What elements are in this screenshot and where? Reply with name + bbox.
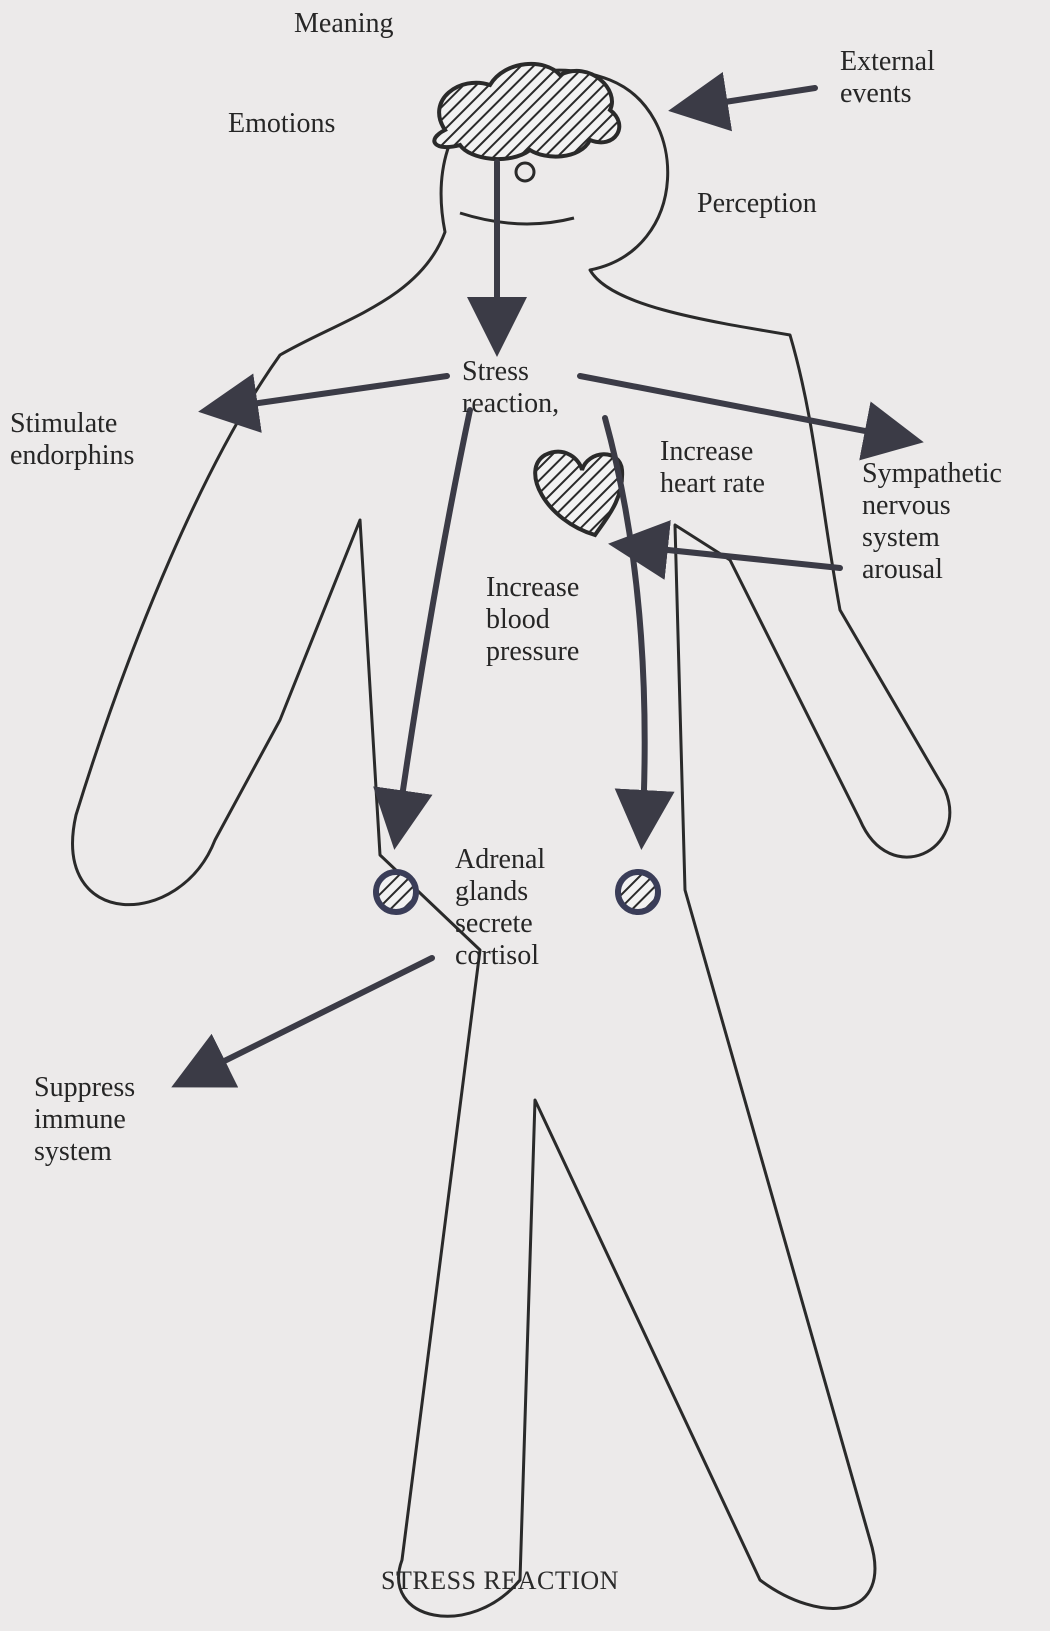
arrow-to-stimulate-endorphins xyxy=(210,376,447,410)
label-line: External xyxy=(840,46,935,78)
label-line: immune xyxy=(34,1104,135,1136)
label-line: cortisol xyxy=(455,940,545,972)
label-line: endorphins xyxy=(10,440,134,472)
arrow-to-adrenal-left xyxy=(396,410,470,838)
arrow-to-sympathetic-arousal xyxy=(580,376,912,440)
label-increase-blood-pressure: Increase blood pressure xyxy=(486,572,579,668)
label-line: arousal xyxy=(862,554,1002,586)
adrenal-gland-left-icon xyxy=(376,872,416,912)
label-line: reaction, xyxy=(462,388,559,420)
label-line: secrete xyxy=(455,908,545,940)
label-perception: Perception xyxy=(697,188,817,220)
label-line: heart rate xyxy=(660,468,765,500)
label-line: system xyxy=(34,1136,135,1168)
heart-icon xyxy=(535,452,622,535)
label-line: Suppress xyxy=(34,1072,135,1104)
label-stimulate-endorphins: Stimulate endorphins xyxy=(10,408,134,472)
label-line: system xyxy=(862,522,1002,554)
label-line: pressure xyxy=(486,636,579,668)
label-line: Increase xyxy=(660,436,765,468)
label-external-events: External events xyxy=(840,46,935,110)
label-suppress-immune-system: Suppress immune system xyxy=(34,1072,135,1168)
arrow-to-suppress-immune xyxy=(182,958,432,1082)
label-emotions: Emotions xyxy=(228,108,335,140)
face-mouth-icon xyxy=(460,213,574,224)
figure-caption: STRESS REACTION xyxy=(0,1566,1000,1596)
label-adrenal-glands-secrete-cortisol: Adrenal glands secrete cortisol xyxy=(455,844,545,972)
label-sympathetic-nervous-system-arousal: Sympathetic nervous system arousal xyxy=(862,458,1002,586)
face-eye-icon xyxy=(516,163,534,181)
label-line: events xyxy=(840,78,935,110)
label-line: Increase xyxy=(486,572,579,604)
label-line: Stimulate xyxy=(10,408,134,440)
label-line: Stress xyxy=(462,356,559,388)
label-line: blood xyxy=(486,604,579,636)
adrenal-gland-right-icon xyxy=(618,872,658,912)
label-increase-heart-rate: Increase heart rate xyxy=(660,436,765,500)
brain-icon xyxy=(434,64,619,159)
label-meaning: Meaning xyxy=(294,8,394,40)
label-line: glands xyxy=(455,876,545,908)
arrow-to-heart xyxy=(620,545,840,568)
label-line: Sympathetic xyxy=(862,458,1002,490)
arrow-external-events-to-brain xyxy=(680,88,815,109)
label-line: nervous xyxy=(862,490,1002,522)
label-stress-reaction: Stress reaction, xyxy=(462,356,559,420)
label-line: Adrenal xyxy=(455,844,545,876)
